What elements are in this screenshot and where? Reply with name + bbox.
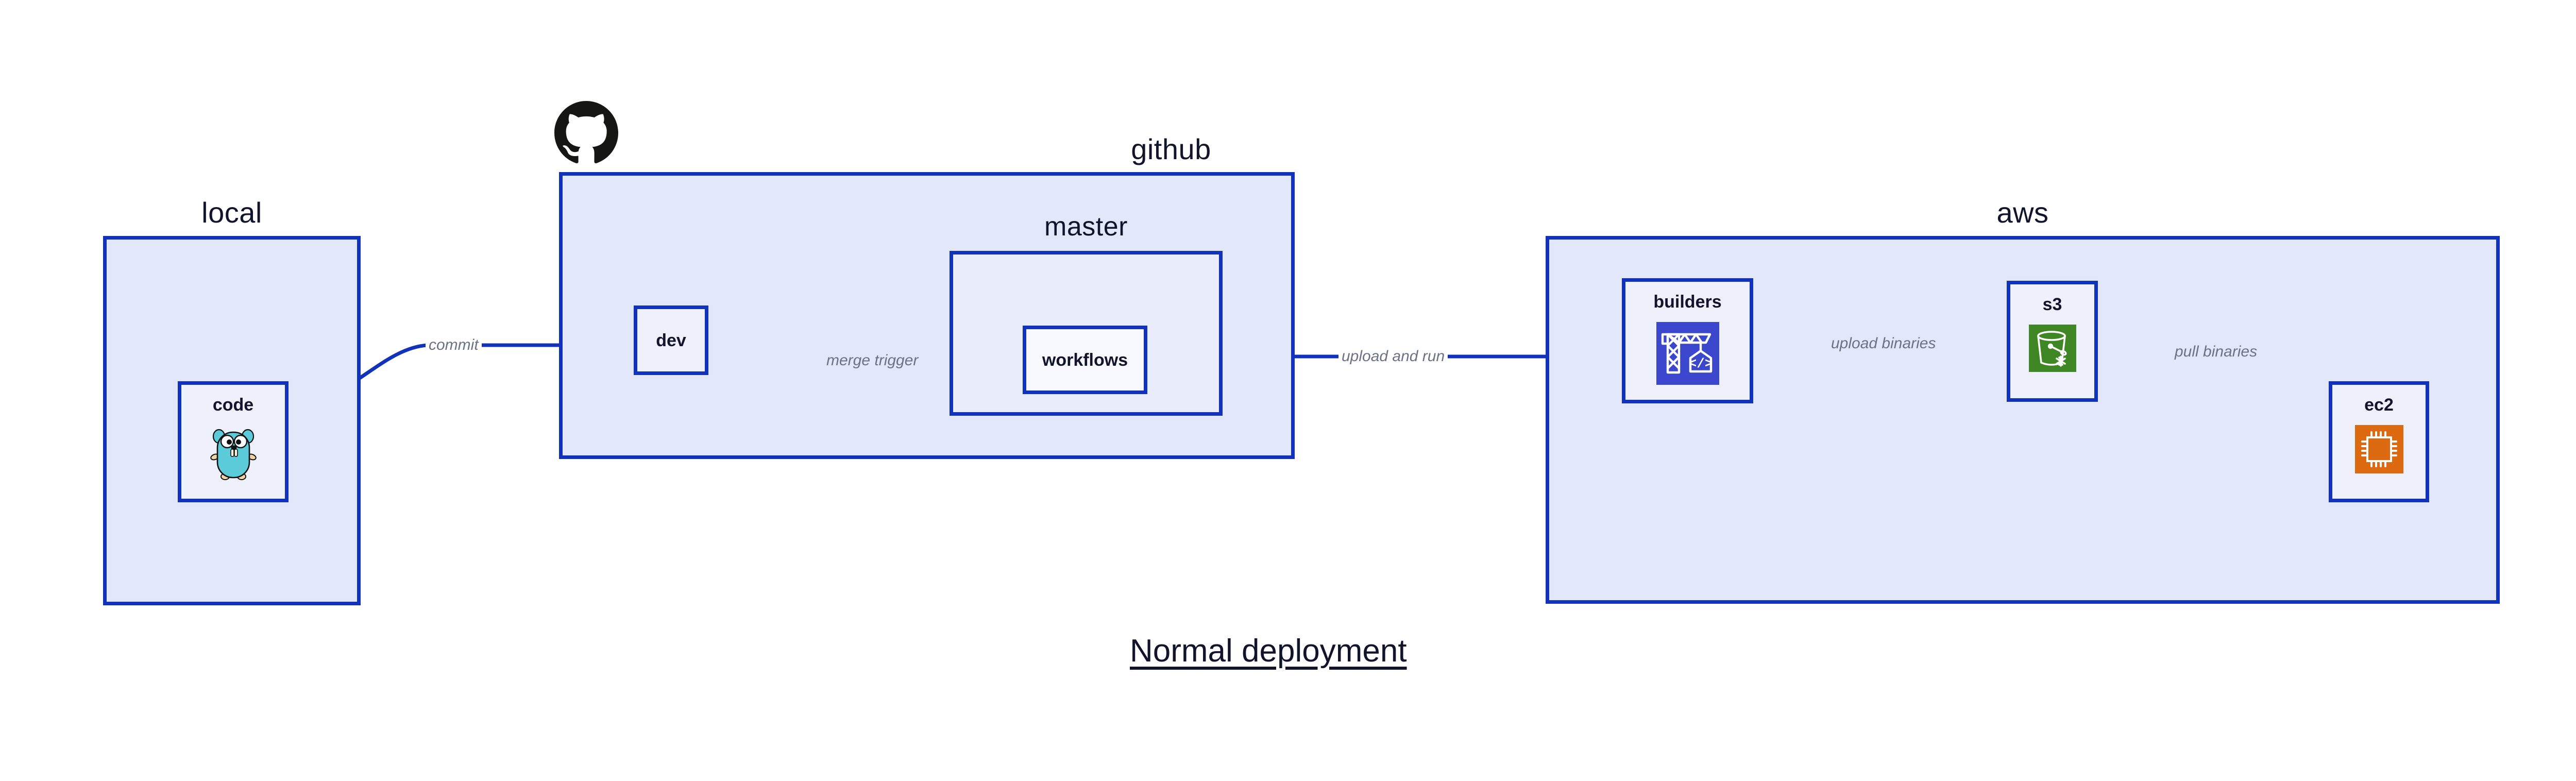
node-builders[interactable]: builders (1622, 278, 1753, 403)
diagram-title: Normal deployment (1130, 633, 1407, 669)
aws-codebuild-crane-icon: </> (1656, 322, 1719, 385)
node-s3[interactable]: s3 (2007, 281, 2098, 402)
node-workflows[interactable]: workflows (1023, 326, 1147, 394)
edge-label-upload-binaries: upload binaries (1828, 336, 1939, 351)
group-label-local: local (201, 196, 262, 229)
node-builders-label: builders (1653, 292, 1722, 312)
group-label-github: github (1131, 133, 1211, 165)
edge-label-merge-trigger: merge trigger (823, 353, 922, 368)
node-s3-label: s3 (2042, 295, 2062, 314)
edge-label-pull-binaries: pull binaries (2172, 344, 2261, 360)
node-workflows-label: workflows (1042, 350, 1128, 370)
node-ec2-label: ec2 (2364, 395, 2394, 415)
edge-label-commit: commit (426, 337, 482, 353)
node-code[interactable]: code (178, 381, 289, 502)
go-gopher-icon (210, 425, 257, 481)
aws-ec2-chip-icon (2354, 425, 2403, 473)
edge-label-upload-and-run: upload and run (1338, 349, 1448, 364)
node-dev[interactable]: dev (634, 305, 708, 375)
group-label-aws: aws (1996, 196, 2049, 229)
github-octocat-icon (554, 101, 618, 165)
aws-s3-bucket-icon (2028, 325, 2076, 372)
svg-text:</>: </> (1688, 356, 1713, 371)
node-code-label: code (212, 395, 254, 415)
node-dev-label: dev (656, 330, 686, 350)
node-ec2[interactable]: ec2 (2329, 381, 2429, 502)
group-label-master: master (1044, 212, 1128, 242)
